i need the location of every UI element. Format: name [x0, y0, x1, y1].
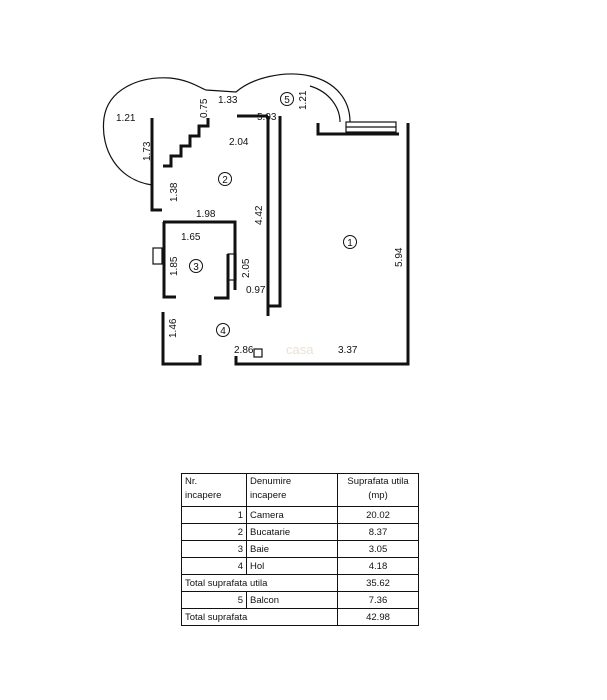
dim-label: 1.73	[142, 141, 153, 161]
bathroom-window	[152, 247, 163, 265]
dim-label: 1.21	[298, 90, 309, 110]
dim-label: 1.33	[218, 95, 238, 106]
area-table: Nr. incapere Denumire incapere Suprafata…	[181, 473, 419, 626]
room-number-1: 1	[343, 235, 357, 249]
watermark: casa	[286, 342, 314, 357]
door-marker	[253, 348, 263, 358]
table-row: 1 Camera 20.02	[181, 506, 419, 524]
table-row: 3 Baie 3.05	[181, 540, 419, 558]
total-row: Total suprafata 42.98	[181, 608, 419, 626]
central-partition	[266, 116, 282, 316]
dim-label: 1.98	[196, 209, 216, 220]
dim-label: 0.97	[246, 285, 266, 296]
hall-wall	[161, 312, 202, 366]
room-number-4: 4	[216, 323, 230, 337]
dim-label: 1.21	[116, 113, 136, 124]
dim-label: 0.75	[199, 98, 210, 118]
kitchen-wall	[163, 118, 210, 168]
svg-text:4: 4	[220, 326, 226, 337]
floor-plan: 1 2 3 4 5 1.21 0.75 1.33 1.21 5.03 2.04 …	[102, 73, 410, 366]
svg-text:1: 1	[347, 238, 353, 249]
total-useful-row: Total suprafata utila 35.62	[181, 574, 419, 592]
dim-label: 2.05	[241, 258, 252, 278]
dim-label: 2.04	[229, 137, 249, 148]
balcony-outline-inner	[309, 85, 341, 123]
header-nr: Nr. incapere	[181, 473, 247, 507]
dim-label: 1.85	[169, 256, 180, 276]
room-number-3: 3	[189, 259, 203, 273]
dim-label: 3.37	[338, 345, 358, 356]
table-row: 2 Bucatarie 8.37	[181, 523, 419, 541]
header-name: Denumire incapere	[246, 473, 338, 507]
svg-text:3: 3	[193, 262, 199, 273]
dim-label: 5.03	[257, 112, 277, 123]
header-area: Suprafata utila (mp)	[337, 473, 419, 507]
svg-text:5: 5	[284, 95, 290, 106]
room-number-5: 5	[280, 92, 294, 106]
kitchen-west-wall	[150, 118, 162, 212]
dim-label: 1.38	[169, 182, 180, 202]
dim-label: 2.86	[234, 345, 254, 356]
dim-label: 1.65	[181, 232, 201, 243]
balcony-outline	[102, 73, 351, 186]
dim-label: 1.46	[168, 318, 179, 338]
dim-label: 4.42	[254, 205, 265, 225]
bathroom-door	[227, 253, 237, 281]
svg-text:2: 2	[222, 175, 228, 186]
table-row: 4 Hol 4.18	[181, 557, 419, 575]
table-header: Nr. incapere Denumire incapere Suprafata…	[181, 473, 419, 507]
living-room-wall	[234, 123, 410, 366]
room-number-2: 2	[218, 172, 232, 186]
balcony-row: 5 Balcon 7.36	[181, 591, 419, 609]
dim-label: 5.94	[394, 247, 405, 267]
